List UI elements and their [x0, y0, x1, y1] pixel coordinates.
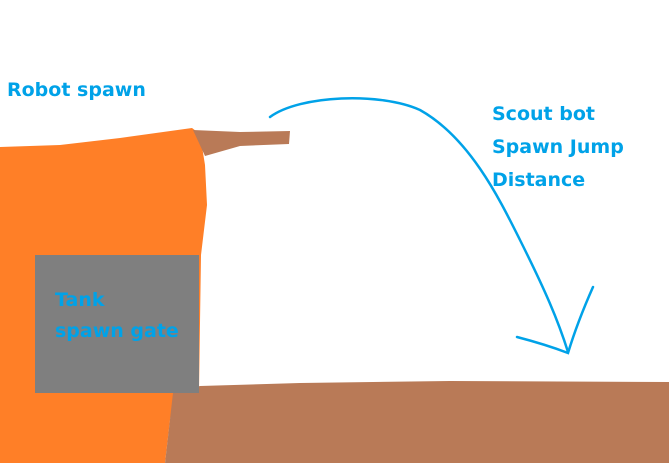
scout-label-line1: Scout bot	[492, 103, 595, 125]
jump-arrow	[268, 97, 570, 354]
scout-label-line3: Distance	[492, 169, 586, 191]
arrow-head	[515, 285, 595, 355]
spawn-ledge	[193, 130, 290, 156]
tank-label-line2: spawn gate	[55, 320, 179, 342]
tank-spawn-gate	[35, 255, 199, 393]
tank-label-line1: Tank	[55, 289, 105, 311]
ground	[165, 381, 669, 463]
robot-spawn-label: Robot spawn	[7, 79, 146, 101]
scout-label-line2: Spawn Jump	[492, 136, 624, 158]
